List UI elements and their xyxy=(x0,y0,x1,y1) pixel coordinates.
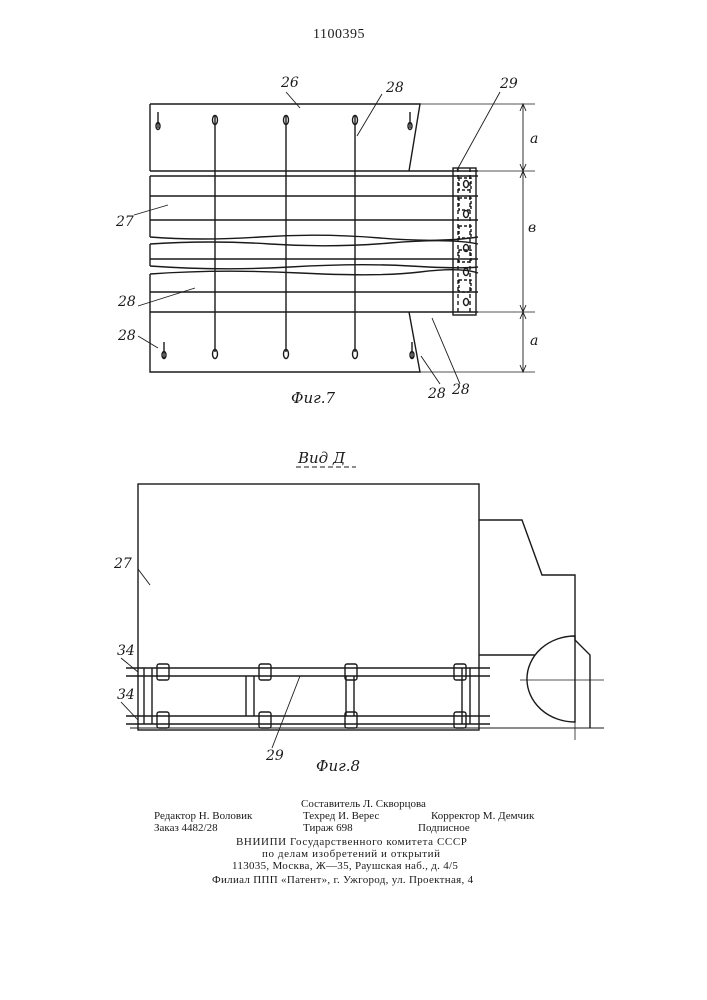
fig7-label-28-left: 28 xyxy=(117,328,136,344)
footer-editor: Редактор Н. Воловик xyxy=(154,810,252,822)
fig8-caption: Фиг.8 xyxy=(316,757,360,775)
fig7-top-panel xyxy=(150,104,420,171)
footer-order: Заказ 4482/28 xyxy=(154,822,218,834)
footer-circulation: Тираж 698 xyxy=(303,822,353,834)
footer-corrector: Корректор М. Демчик xyxy=(431,810,534,822)
fig8-label-34-top: 34 xyxy=(117,643,135,659)
footer-techred: Техред И. Верес xyxy=(303,810,379,822)
fig7-label-28-top: 28 xyxy=(385,80,404,96)
fig8-label-27: 27 xyxy=(113,556,132,572)
footer-subscription: Подписное xyxy=(418,822,470,834)
fig7-label-26: 26 xyxy=(280,75,299,91)
fig8-label-34-bottom: 34 xyxy=(117,687,135,703)
fig7-drawing xyxy=(134,92,535,384)
fig7-label-27: 27 xyxy=(115,214,134,230)
footer-address: 113035, Москва, Ж—35, Раушская наб., д. … xyxy=(232,860,458,872)
footer-branch: Филиал ППП «Патент», г. Ужгород, ул. Про… xyxy=(212,874,473,886)
fig8-wheel xyxy=(527,636,575,722)
fig7-caption: Фиг.7 xyxy=(291,389,335,407)
fig7-label-28-b1: 28 xyxy=(427,386,446,402)
fig8-drawing xyxy=(121,467,604,748)
footer-org2: по делам изобретений и открытий xyxy=(262,848,441,860)
fig8-view-title: Вид Д xyxy=(297,449,346,467)
fig7-label-28-mid: 28 xyxy=(117,294,136,310)
fig7-bottom-panel xyxy=(150,312,420,372)
footer-compiler: Составитель Л. Скворцова xyxy=(301,798,426,810)
fig7-label-29: 29 xyxy=(499,76,518,92)
fig7-dim-b: в xyxy=(528,220,536,236)
fig7-label-28-b2: 28 xyxy=(451,382,470,398)
footer-org1: ВНИИПИ Государственного комитета СССР xyxy=(236,836,467,848)
fig8-label-29: 29 xyxy=(265,748,284,764)
fig8-container xyxy=(138,484,479,730)
fig7-dim-a-top: а xyxy=(530,131,538,147)
fig7-dim-a-bottom: а xyxy=(530,333,538,349)
fig8-cab xyxy=(479,520,590,728)
